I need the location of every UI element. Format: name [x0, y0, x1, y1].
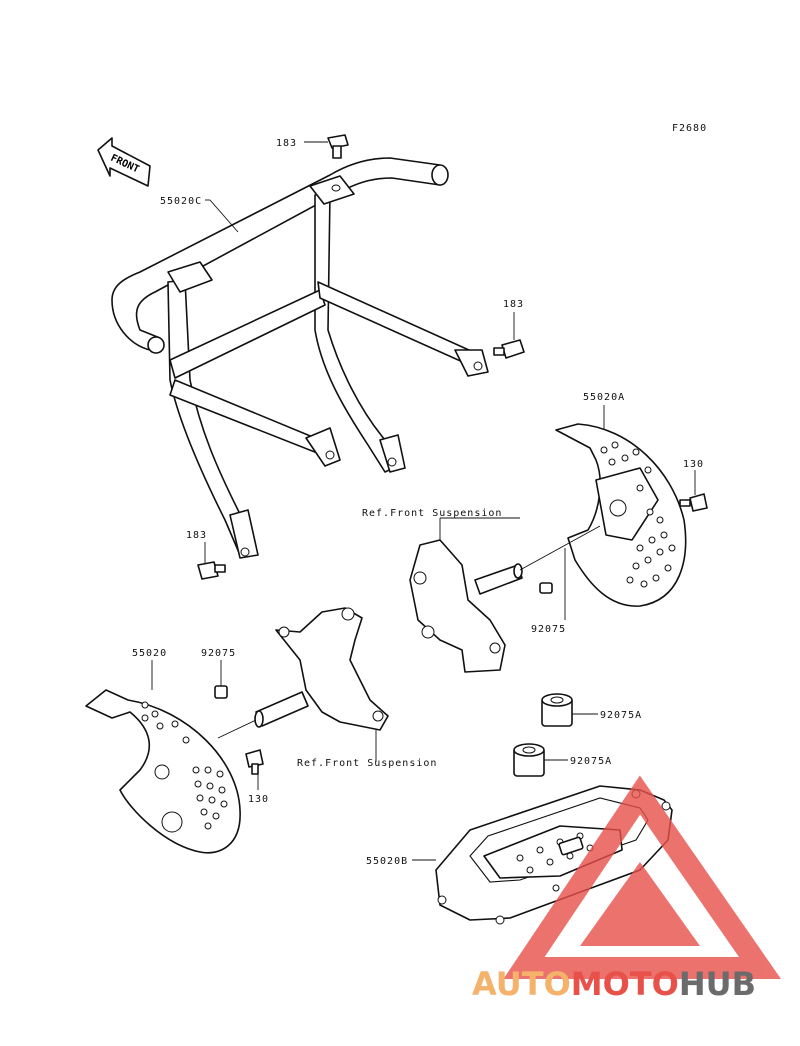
bolt-top-icon — [327, 134, 349, 159]
label-bar-frame: 55020C — [160, 196, 202, 207]
label-bolt-top: 183 — [276, 138, 297, 149]
label-skid-plate: 55020B — [366, 856, 408, 867]
label-left-ref: Ref.Front Suspension — [297, 758, 437, 769]
bumper-frame — [111, 157, 489, 559]
right-disc-guard — [555, 423, 687, 607]
label-left-collar: 92075 — [201, 648, 236, 659]
watermark-part1: AUTO — [472, 965, 571, 1003]
label-bushing-1: 92075A — [600, 710, 642, 721]
left-spindle — [217, 607, 389, 739]
label-bushing-2: 92075A — [570, 756, 612, 767]
watermark-text: AUTOMOTOHUB — [472, 965, 756, 1003]
right-collar-icon — [539, 582, 553, 594]
label-bolt-left: 183 — [186, 530, 207, 541]
front-arrow-icon: FRONT — [97, 137, 151, 187]
watermark-part3: HUB — [679, 965, 756, 1003]
right-bolt-icon — [679, 493, 708, 512]
watermark-logo — [503, 775, 782, 979]
left-disc-guard — [85, 689, 241, 854]
figure-code: F2680 — [672, 123, 707, 134]
bushing-2-icon — [513, 743, 545, 777]
label-right-guard: 55020A — [583, 392, 625, 403]
right-spindle — [409, 525, 601, 673]
bolt-right-icon — [493, 339, 525, 359]
left-bolt-icon — [245, 749, 264, 775]
label-bolt-right: 183 — [503, 299, 524, 310]
bushing-1-icon — [541, 693, 573, 727]
label-right-collar: 92075 — [531, 624, 566, 635]
label-right-ref: Ref.Front Suspension — [362, 508, 502, 519]
bolt-left-icon — [197, 561, 226, 580]
left-collar-icon — [214, 685, 228, 699]
label-right-bolt: 130 — [683, 459, 704, 470]
label-left-guard: 55020 — [132, 648, 167, 659]
watermark-part2: MOTO — [571, 965, 679, 1003]
leader-bar-frame — [209, 199, 239, 233]
label-left-bolt: 130 — [248, 794, 269, 805]
